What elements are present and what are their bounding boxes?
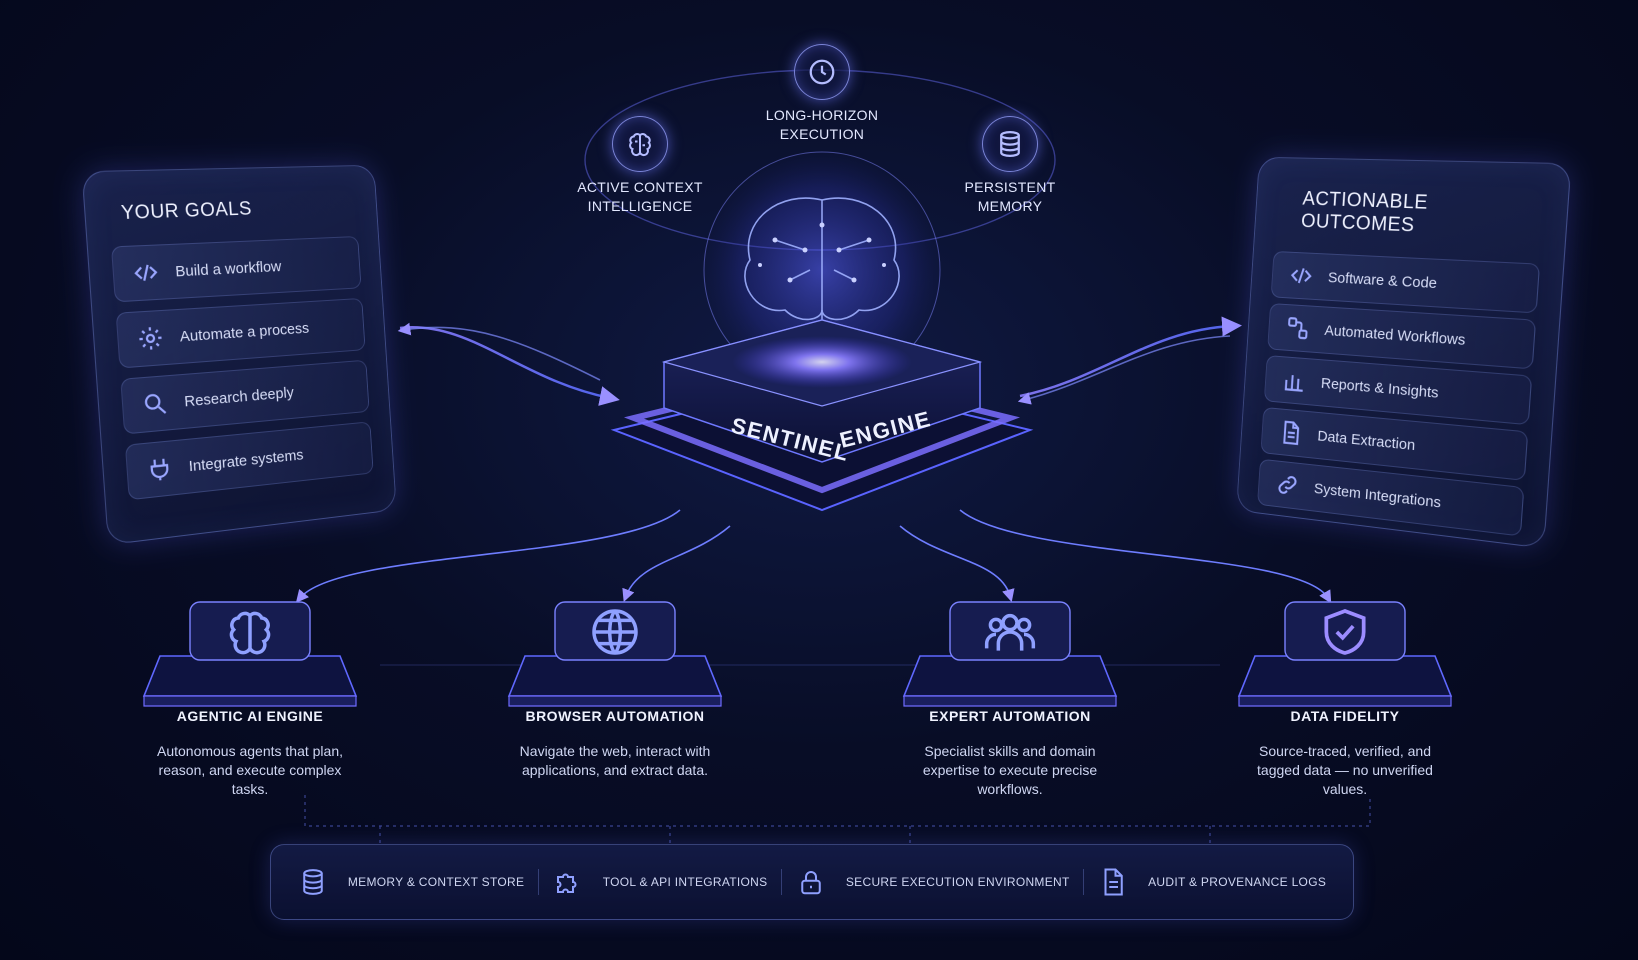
module-agentic-ai-engine[interactable]: AGENTIC AI ENGINE Autonomous agents that… [120, 596, 380, 799]
module-pedestal [142, 601, 358, 707]
outcomes-title: ACTIONABLE OUTCOMES [1300, 187, 1429, 237]
infra-memory-context-store[interactable]: MEMORY & CONTEXT STORE [298, 867, 524, 897]
module-data-fidelity[interactable]: DATA FIDELITY Source-traced, verified, a… [1215, 596, 1475, 799]
team-icon [980, 602, 1040, 662]
code-icon [1287, 260, 1316, 291]
capability-label-line2: INTELLIGENCE [587, 198, 693, 214]
divider [781, 869, 783, 895]
search-icon [139, 387, 172, 420]
outcome-item-label: Data Extraction [1316, 427, 1416, 454]
database-icon [982, 116, 1038, 172]
module-description: Source-traced, verified, and tagged data… [1257, 743, 1433, 797]
capability-label-line1: PERSISTENT [964, 179, 1056, 195]
goals-title: YOUR GOALS [120, 198, 253, 225]
gear-icon [134, 322, 167, 355]
outcome-item-label: Reports & Insights [1320, 374, 1440, 402]
capability-label-line2: EXECUTION [779, 126, 865, 142]
capability-label-line2: MEMORY [977, 198, 1043, 214]
module-browser-automation[interactable]: BROWSER AUTOMATION Navigate the web, int… [485, 596, 745, 780]
infrastructure-bar: MEMORY & CONTEXT STORE TOOL & API INTEGR… [270, 844, 1354, 920]
outcome-item-software-code[interactable]: Software & Code [1270, 250, 1541, 314]
outcome-item-label: System Integrations [1313, 479, 1442, 512]
database-icon [303, 869, 323, 895]
capability-persistent-memory: PERSISTENT MEMORY [930, 116, 1090, 216]
module-description: Specialist skills and domain expertise t… [922, 743, 1098, 797]
neural-nodes [758, 222, 886, 283]
plug-icon [143, 452, 176, 486]
code-icon [129, 257, 162, 289]
link-icon [1273, 469, 1302, 501]
module-pedestal [1237, 601, 1453, 707]
infra-label: AUDIT & PROVENANCE LOGS [1148, 875, 1327, 889]
shield-check-icon [1315, 602, 1375, 662]
goal-item-integrate-systems[interactable]: Integrate systems [124, 421, 374, 501]
module-title: BROWSER AUTOMATION [525, 708, 705, 724]
infra-audit-provenance-logs[interactable]: AUDIT & PROVENANCE LOGS [1098, 867, 1326, 897]
goal-item-build-workflow[interactable]: Build a workflow [110, 235, 362, 303]
lock-icon [801, 871, 821, 895]
module-expert-automation[interactable]: EXPERT AUTOMATION Specialist skills and … [880, 596, 1140, 799]
sentinel-engine: SENTINEL ENGINE [610, 151, 1034, 512]
goals-panel: YOUR GOALS Build a workflow Automate a p… [81, 164, 397, 546]
infra-label: TOOL & API INTEGRATIONS [602, 875, 768, 889]
workflow-icon [1283, 313, 1312, 344]
brain-icon [220, 602, 280, 662]
brain-icon [744, 197, 900, 350]
puzzle-icon [556, 873, 577, 893]
goal-item-label: Build a workflow [174, 257, 282, 280]
module-title: AGENTIC AI ENGINE [176, 708, 324, 724]
divider [538, 869, 539, 895]
globe-icon [585, 602, 645, 662]
outcome-item-label: Software & Code [1327, 268, 1438, 292]
outcome-item-label: Automated Workflows [1324, 321, 1466, 349]
module-description: Navigate the web, interact with applicat… [519, 743, 711, 778]
capability-long-horizon: LONG-HORIZON EXECUTION [742, 44, 902, 144]
outcomes-panel: ACTIONABLE OUTCOMES Software & Code Auto… [1236, 156, 1572, 549]
divider [1083, 869, 1085, 895]
capability-active-context: ACTIVE CONTEXT INTELLIGENCE [560, 116, 720, 216]
modules-to-infrastructure [304, 795, 1371, 845]
document-icon [1276, 417, 1305, 449]
infra-label: SECURE EXECUTION ENVIRONMENT [845, 875, 1070, 889]
infra-secure-execution[interactable]: SECURE EXECUTION ENVIRONMENT [796, 867, 1070, 897]
infra-tool-api-integrations[interactable]: TOOL & API INTEGRATIONS [553, 867, 768, 897]
capability-label-line1: ACTIVE CONTEXT [577, 179, 703, 195]
capability-label-line1: LONG-HORIZON [765, 107, 879, 123]
engine-core-well [732, 336, 912, 388]
goal-item-automate-process[interactable]: Automate a process [115, 297, 366, 369]
document-icon [1104, 868, 1123, 896]
goal-item-research-deeply[interactable]: Research deeply [120, 359, 370, 435]
module-description: Autonomous agents that plan, reason, and… [156, 743, 344, 797]
module-title: EXPERT AUTOMATION [929, 708, 1091, 724]
goal-item-label: Automate a process [179, 319, 310, 346]
module-title: DATA FIDELITY [1290, 708, 1400, 724]
brain-icon [612, 116, 668, 172]
clock-icon [794, 44, 850, 100]
infra-label: MEMORY & CONTEXT STORE [347, 875, 525, 889]
goal-item-label: Integrate systems [188, 446, 304, 475]
goal-item-label: Research deeply [183, 383, 295, 410]
bar-chart-icon [1280, 365, 1309, 396]
